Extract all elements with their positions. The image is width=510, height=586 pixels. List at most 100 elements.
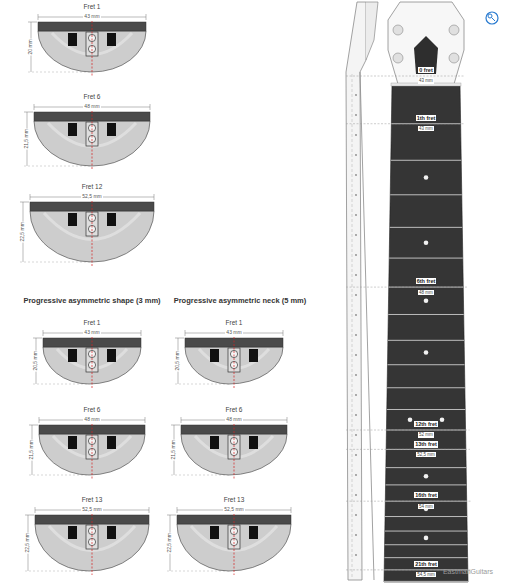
position-dot <box>424 350 429 355</box>
neck-profile <box>38 31 146 72</box>
fret-wire <box>390 194 462 195</box>
carbon-rod <box>249 436 258 449</box>
height-dimension: 20,5 mm <box>175 350 181 371</box>
measure-line <box>346 76 464 77</box>
dimension-tick <box>20 262 92 263</box>
carbon-rod <box>107 436 116 449</box>
position-dot <box>424 474 429 479</box>
side-hole <box>355 134 357 136</box>
width-dimension: 48 mm <box>83 104 100 110</box>
carbon-rod <box>68 123 77 136</box>
height-dimension: 20,5 mm <box>33 350 39 371</box>
fret-label: 12th fret <box>414 421 438 427</box>
height-dimension: 21,5 mm <box>24 128 30 149</box>
height-dimension: 22,5 mm <box>167 532 173 553</box>
fret-wire <box>387 409 465 410</box>
dimension-tick <box>287 417 288 423</box>
fret-wire <box>385 544 468 545</box>
dimension-tick <box>33 338 42 339</box>
section-title: Fret 1 <box>84 319 101 326</box>
corner-icon <box>486 12 498 24</box>
tuner-post <box>449 53 459 63</box>
dimension-tick <box>145 417 146 423</box>
section-heading: Progressive asymmetric neck (5 mm) <box>174 297 307 306</box>
position-dot <box>440 417 445 422</box>
side-hole <box>355 254 357 256</box>
dimension-tick <box>30 194 31 200</box>
fret-wire <box>391 160 461 161</box>
dimension-tick <box>141 330 142 336</box>
dimension-tick <box>24 112 33 113</box>
dimension-tick <box>185 330 186 336</box>
side-hole <box>355 334 357 336</box>
carbon-rod <box>107 123 116 136</box>
fret-wire <box>386 484 467 485</box>
width-dimension: 43 mm <box>225 330 242 336</box>
dimension-tick <box>25 515 34 516</box>
carbon-rod <box>249 526 258 539</box>
dimension-tick <box>43 330 44 336</box>
side-hole <box>355 454 357 456</box>
dimension-tick <box>28 22 37 23</box>
center-line <box>234 514 235 575</box>
tuner-post <box>449 25 459 35</box>
dimension-tick <box>35 507 36 513</box>
neck-side-view <box>346 2 366 580</box>
fret-width: 52 mm <box>418 432 434 437</box>
carbon-rod <box>68 349 77 362</box>
side-hole <box>355 314 357 316</box>
section-heading: Progressive asymmetric shape (3 mm) <box>23 297 160 306</box>
carbon-rod <box>107 33 116 46</box>
watermark: EastmanGuitars <box>443 568 493 576</box>
position-dot <box>424 298 429 303</box>
dimension-tick <box>154 194 155 200</box>
fret-wire <box>386 467 466 468</box>
center-line <box>234 337 235 388</box>
height-dimension: 22,5 mm <box>20 221 26 242</box>
side-hole <box>355 394 357 396</box>
dimension-tick <box>146 14 147 20</box>
dimension-tick <box>291 507 292 513</box>
truss-rod-cover <box>414 36 438 74</box>
carbon-rod <box>68 526 77 539</box>
carbon-rod <box>210 436 219 449</box>
side-hole <box>355 434 357 436</box>
dimension-tick <box>283 330 284 336</box>
carbon-rod <box>68 33 77 46</box>
headstock-side <box>366 2 378 60</box>
fret-wire <box>388 340 464 341</box>
width-dimension: 52,5 mm <box>81 507 102 513</box>
dimension-tick <box>171 425 180 426</box>
center-line <box>92 111 93 170</box>
side-hole <box>355 374 357 376</box>
position-dot <box>424 240 429 245</box>
fret-wire <box>385 516 467 517</box>
fret-wire <box>387 364 464 365</box>
measure-line <box>346 287 467 288</box>
fret-label: 1th fret <box>416 115 437 121</box>
width-dimension: 48 mm <box>83 417 100 423</box>
fret-label: 0 fret <box>418 67 433 73</box>
fret-width: 48 mm <box>418 290 434 295</box>
fret-wire <box>386 430 465 431</box>
dimension-tick <box>175 338 184 339</box>
tuner-post <box>393 53 403 63</box>
carbon-rod <box>107 213 116 226</box>
dimension-tick <box>149 507 150 513</box>
position-dot <box>424 536 429 541</box>
side-hole <box>355 474 357 476</box>
carbon-rod <box>210 349 219 362</box>
section-title: Fret 12 <box>82 183 103 190</box>
side-hole <box>355 94 357 96</box>
carbon-rod <box>107 526 116 539</box>
side-hole <box>355 514 357 516</box>
measure-line <box>346 123 465 124</box>
width-dimension: 43 mm <box>83 330 100 336</box>
neck-profile <box>181 434 287 475</box>
height-dimension: 20 mm <box>28 38 34 55</box>
fretboard <box>384 85 468 582</box>
height-dimension: 21,5 mm <box>171 439 177 460</box>
height-dimension: 21,5 mm <box>29 439 35 460</box>
fret-width: 43 mm <box>418 126 434 131</box>
side-hole <box>355 154 357 156</box>
